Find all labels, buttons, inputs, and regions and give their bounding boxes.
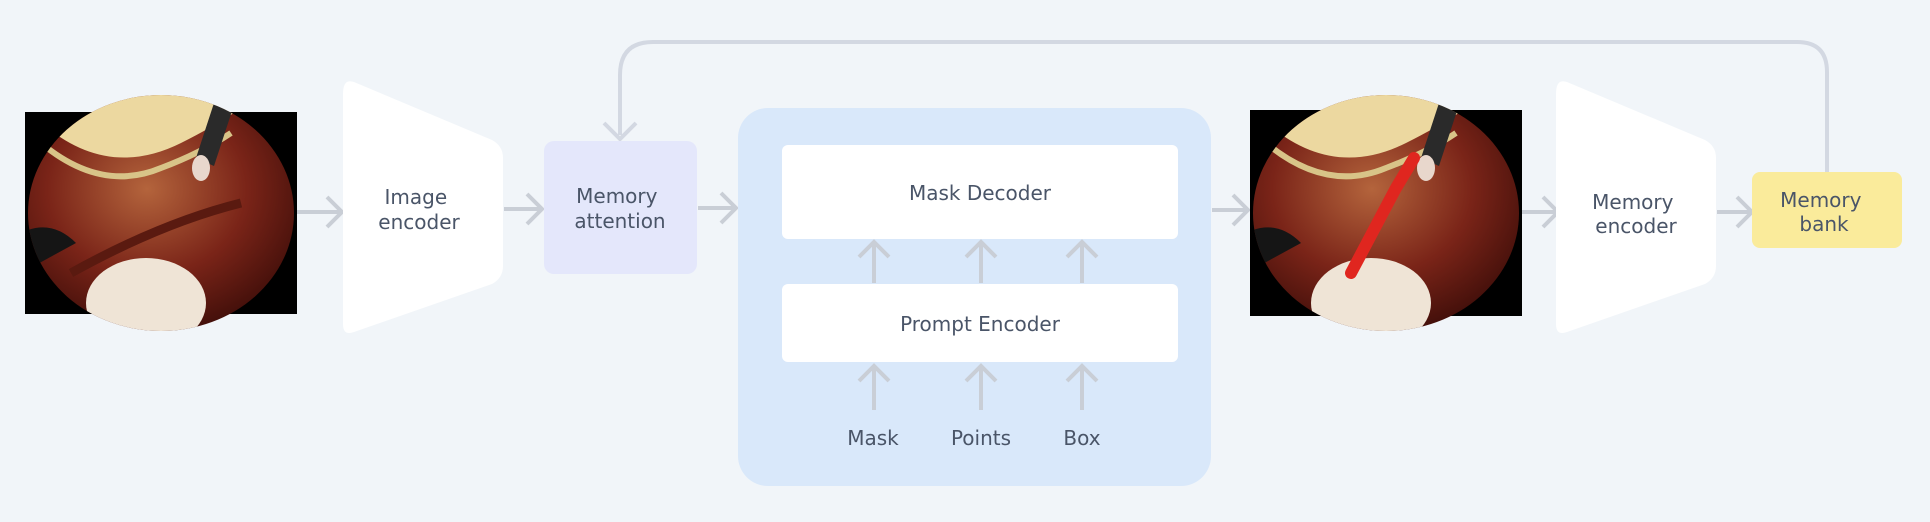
mask-decoder-label: Mask Decoder: [909, 181, 1052, 205]
memory-attention-block: [544, 141, 697, 274]
memory-encoder-label-2: encoder: [1595, 214, 1677, 238]
feedback-arrowhead: [602, 121, 638, 142]
prompt-encoder-to-decoder-arrows: [857, 239, 1099, 283]
arrow-to-memory-encoder: [1522, 195, 1561, 229]
memory-encoder-block: [1556, 81, 1716, 333]
feedback-line: [618, 40, 1829, 172]
prompt-mask-label: Mask: [847, 426, 899, 450]
image-encoder-block: [343, 81, 503, 333]
prompt-box-label: Box: [1063, 426, 1100, 450]
arrow-to-sam-panel: [698, 191, 739, 225]
arrow-to-output-frame: [1212, 193, 1251, 227]
prompt-input-arrows: [857, 363, 1099, 410]
input-frame-image: [25, 95, 297, 331]
memory-bank-label-1: Memory: [1780, 188, 1862, 212]
memory-attention-label-1: Memory: [576, 184, 658, 208]
image-encoder-label-1: Image: [385, 185, 448, 209]
memory-encoder-label-1: Memory: [1592, 190, 1674, 214]
svg-text:Memory bank: Memory bank: [1780, 188, 1868, 236]
svg-text:Memory encoder: Memory encoder: [1592, 190, 1680, 238]
segmentation-mask-overlay: [1345, 152, 1420, 279]
prompt-points-label: Points: [951, 426, 1011, 450]
prompt-encoder-block: [782, 284, 1178, 362]
memory-bank-block: [1752, 172, 1902, 248]
arrow-to-image-encoder: [297, 195, 345, 229]
mask-decoder-block: [782, 145, 1178, 239]
output-frame-image: [1250, 95, 1522, 331]
memory-attention-label-2: attention: [574, 209, 665, 233]
arrow-to-memory-attention: [504, 192, 545, 226]
prompt-encoder-label: Prompt Encoder: [900, 312, 1061, 336]
svg-text:Image encoder: Image encoder: [378, 185, 460, 234]
memory-bank-label-2: bank: [1799, 212, 1849, 236]
svg-text:Memory attention: Memory attention: [574, 184, 665, 233]
image-encoder-label-2: encoder: [378, 210, 460, 234]
arrow-to-memory-bank: [1717, 195, 1755, 229]
